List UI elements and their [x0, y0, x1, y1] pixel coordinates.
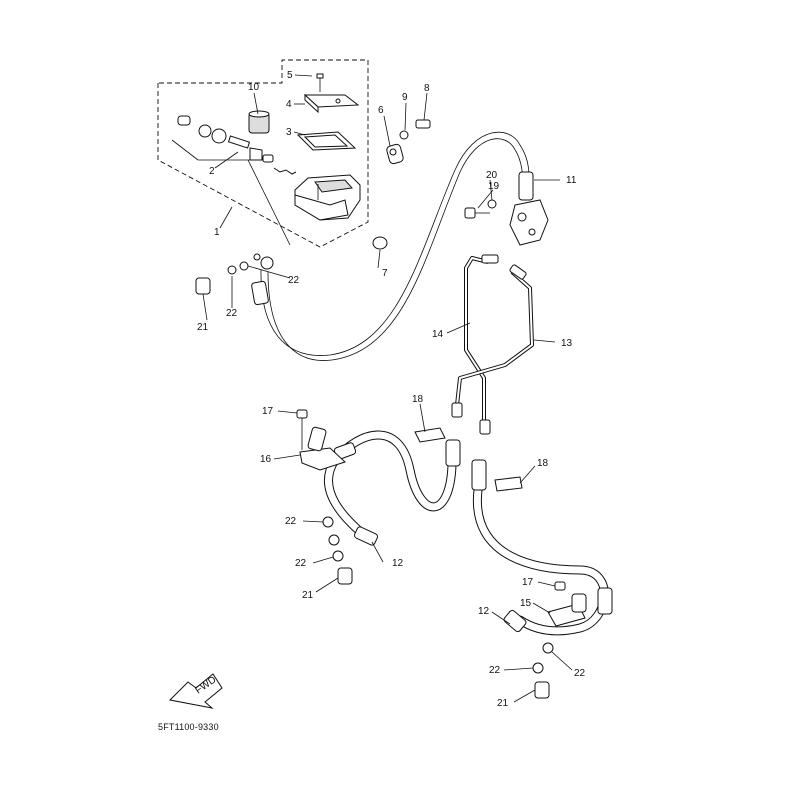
- bracket-right: [547, 581, 587, 627]
- banjo-bolt-upper: [195, 261, 249, 295]
- boot: [248, 110, 270, 134]
- brake-pipes: [451, 254, 534, 435]
- callout-5: 5: [287, 70, 293, 81]
- callout-20: 20: [486, 170, 498, 181]
- callout-4: 4: [286, 99, 292, 110]
- callout-12-left: 12: [392, 558, 404, 569]
- bracket-left: [296, 409, 346, 471]
- reservoir-cap: [303, 93, 360, 114]
- callout-21-right: 21: [497, 698, 509, 709]
- callout-22-d: 22: [295, 558, 307, 569]
- leader-lines: [202, 74, 573, 703]
- right-lower-hose: [471, 459, 613, 636]
- junction-block: [509, 171, 549, 246]
- callout-17-right: 17: [522, 577, 534, 588]
- callout-19: 19: [488, 181, 500, 192]
- callout-13: 13: [561, 338, 573, 349]
- part-code: 5FT1100-9330: [158, 722, 219, 732]
- master-cylinder-body: [294, 174, 361, 221]
- callout-2: 2: [209, 166, 215, 177]
- callout-8: 8: [424, 83, 430, 94]
- callout-3: 3: [286, 127, 292, 138]
- callout-12-right: 12: [478, 606, 490, 617]
- callout-18-left: 18: [412, 394, 424, 405]
- callout-22-e: 22: [489, 665, 501, 676]
- banjo-master-output: [253, 253, 274, 270]
- callout-11: 11: [566, 175, 577, 186]
- junction-bolt: [464, 199, 497, 219]
- forward-arrow: FWD: [168, 673, 223, 709]
- cap-screw: [316, 73, 324, 92]
- callout-22-f: 22: [574, 668, 586, 679]
- callout-14: 14: [432, 329, 444, 340]
- upper-brake-hose: [251, 131, 530, 361]
- piston-kit: [177, 115, 297, 175]
- banjo-fitting-upper: [386, 119, 431, 165]
- callout-22-c: 22: [285, 516, 297, 527]
- banjo-bolt-right: [532, 642, 554, 699]
- hose-clip-left: [414, 427, 446, 443]
- callout-9: 9: [402, 92, 408, 103]
- callout-15: 15: [520, 598, 532, 609]
- left-lower-hose: [324, 430, 461, 546]
- callout-21-top: 21: [197, 322, 209, 333]
- master-cylinder-assembly: [157, 59, 369, 248]
- callout-7: 7: [382, 268, 388, 279]
- callout-10: 10: [248, 82, 260, 93]
- callout-22-a: 22: [226, 308, 238, 319]
- callout-16: 16: [260, 454, 272, 465]
- callout-21-left: 21: [302, 590, 314, 601]
- banjo-bolt-left: [322, 516, 353, 585]
- callout-22-b: 22: [288, 275, 300, 286]
- diaphragm-plate: [296, 131, 357, 151]
- callout-18-right: 18: [537, 458, 549, 469]
- callout-1: 1: [214, 227, 220, 238]
- callout-17-left: 17: [262, 406, 274, 417]
- callout-6: 6: [378, 105, 384, 116]
- callouts: 1 2 3 4 5 6 7 8 9 10 11 12 12 13 14 15 1…: [197, 70, 586, 709]
- hose-clip-right: [494, 476, 523, 492]
- reservoir-plug: [372, 236, 388, 250]
